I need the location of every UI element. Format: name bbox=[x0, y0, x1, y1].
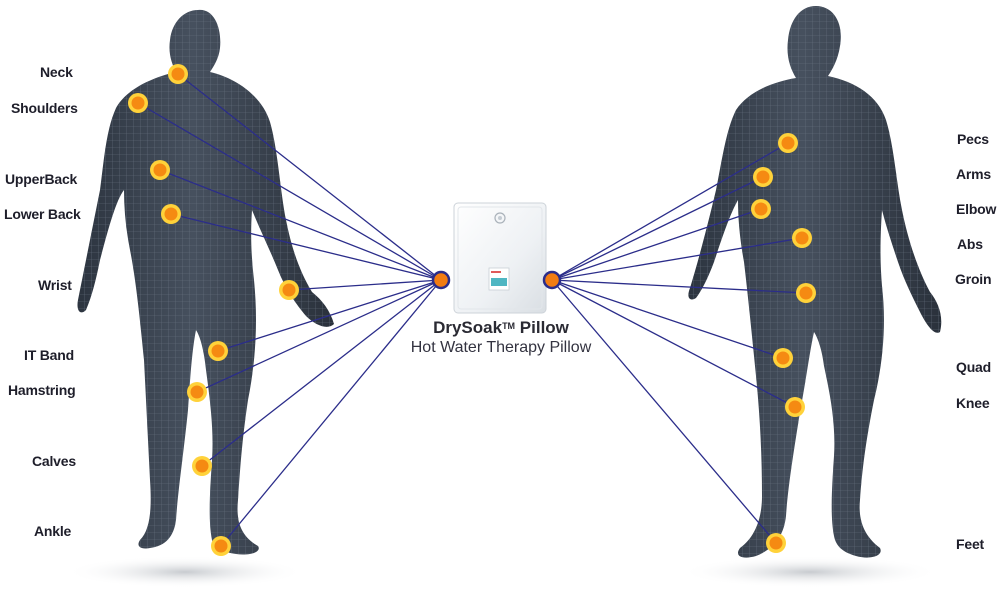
connector-line-arms bbox=[551, 176, 764, 281]
connector-line-ankle bbox=[220, 279, 442, 547]
label-hamstring: Hamstring bbox=[8, 382, 76, 398]
label-arms: Arms bbox=[956, 166, 991, 182]
pillow-caption: DrySoakTM Pillow Hot Water Therapy Pillo… bbox=[396, 318, 606, 358]
target-dot-it-band bbox=[208, 341, 228, 361]
label-groin: Groin bbox=[955, 271, 992, 287]
label-knee: Knee bbox=[956, 395, 990, 411]
connector-line-wrist bbox=[288, 279, 442, 291]
label-quad: Quad bbox=[956, 359, 991, 375]
connector-line-upperback bbox=[159, 169, 442, 281]
front-figure bbox=[688, 6, 942, 558]
target-dot-hamstring bbox=[187, 382, 207, 402]
target-dot-pecs bbox=[778, 133, 798, 153]
label-elbow: Elbow bbox=[956, 201, 997, 217]
pillow-image bbox=[453, 202, 547, 314]
connector-line-knee bbox=[551, 279, 796, 408]
target-dot-ankle bbox=[211, 536, 231, 556]
connector-line-calves bbox=[201, 279, 442, 467]
connector-hub-left bbox=[431, 270, 451, 290]
connector-line-lower-back bbox=[170, 213, 442, 281]
connector-line-hamstring bbox=[196, 279, 442, 393]
target-dot-groin bbox=[796, 283, 816, 303]
connector-line-abs bbox=[551, 237, 803, 281]
product-subtitle: Hot Water Therapy Pillow bbox=[410, 339, 592, 356]
connector-line-neck bbox=[177, 73, 442, 281]
target-points bbox=[128, 64, 816, 556]
target-dot-shoulders bbox=[128, 93, 148, 113]
product-name: DrySoakTM Pillow bbox=[396, 318, 606, 338]
trademark-mark: TM bbox=[502, 321, 516, 331]
connector-lines bbox=[137, 73, 807, 547]
connector-line-shoulders bbox=[137, 102, 442, 281]
target-dot-lower-back bbox=[161, 204, 181, 224]
connector-line-pecs bbox=[551, 142, 789, 281]
front-figure-shadow bbox=[680, 556, 940, 588]
connector-line-feet bbox=[551, 279, 777, 544]
label-calves: Calves bbox=[32, 453, 76, 469]
label-abs: Abs bbox=[957, 236, 983, 252]
connector-line-it-band bbox=[217, 279, 442, 352]
product-name-text: DrySoak bbox=[433, 318, 503, 337]
label-pecs: Pecs bbox=[957, 131, 989, 147]
target-dot-wrist bbox=[279, 280, 299, 300]
back-figure-shadow bbox=[65, 556, 305, 588]
connector-line-quad bbox=[551, 279, 784, 359]
target-dot-feet bbox=[766, 533, 786, 553]
connector-line-elbow bbox=[551, 208, 762, 281]
target-dot-quad bbox=[773, 348, 793, 368]
label-ankle: Ankle bbox=[34, 523, 72, 539]
label-it-band: IT Band bbox=[24, 347, 74, 363]
label-neck: Neck bbox=[40, 64, 73, 80]
target-dot-abs bbox=[792, 228, 812, 248]
connector-line-groin bbox=[551, 279, 807, 294]
target-dot-arms bbox=[753, 167, 773, 187]
connector-hub-right bbox=[542, 270, 562, 290]
product-name-suffix: Pillow bbox=[515, 318, 569, 337]
label-shoulders: Shoulders bbox=[11, 100, 78, 116]
target-dot-elbow bbox=[751, 199, 771, 219]
target-dot-calves bbox=[192, 456, 212, 476]
target-dot-neck bbox=[168, 64, 188, 84]
connector-hubs bbox=[431, 270, 562, 290]
target-dot-knee bbox=[785, 397, 805, 417]
target-dot-upperback bbox=[150, 160, 170, 180]
label-lower-back: Lower Back bbox=[4, 206, 81, 222]
label-feet: Feet bbox=[956, 536, 984, 552]
label-wrist: Wrist bbox=[38, 277, 72, 293]
label-upperback: UpperBack bbox=[5, 171, 78, 187]
